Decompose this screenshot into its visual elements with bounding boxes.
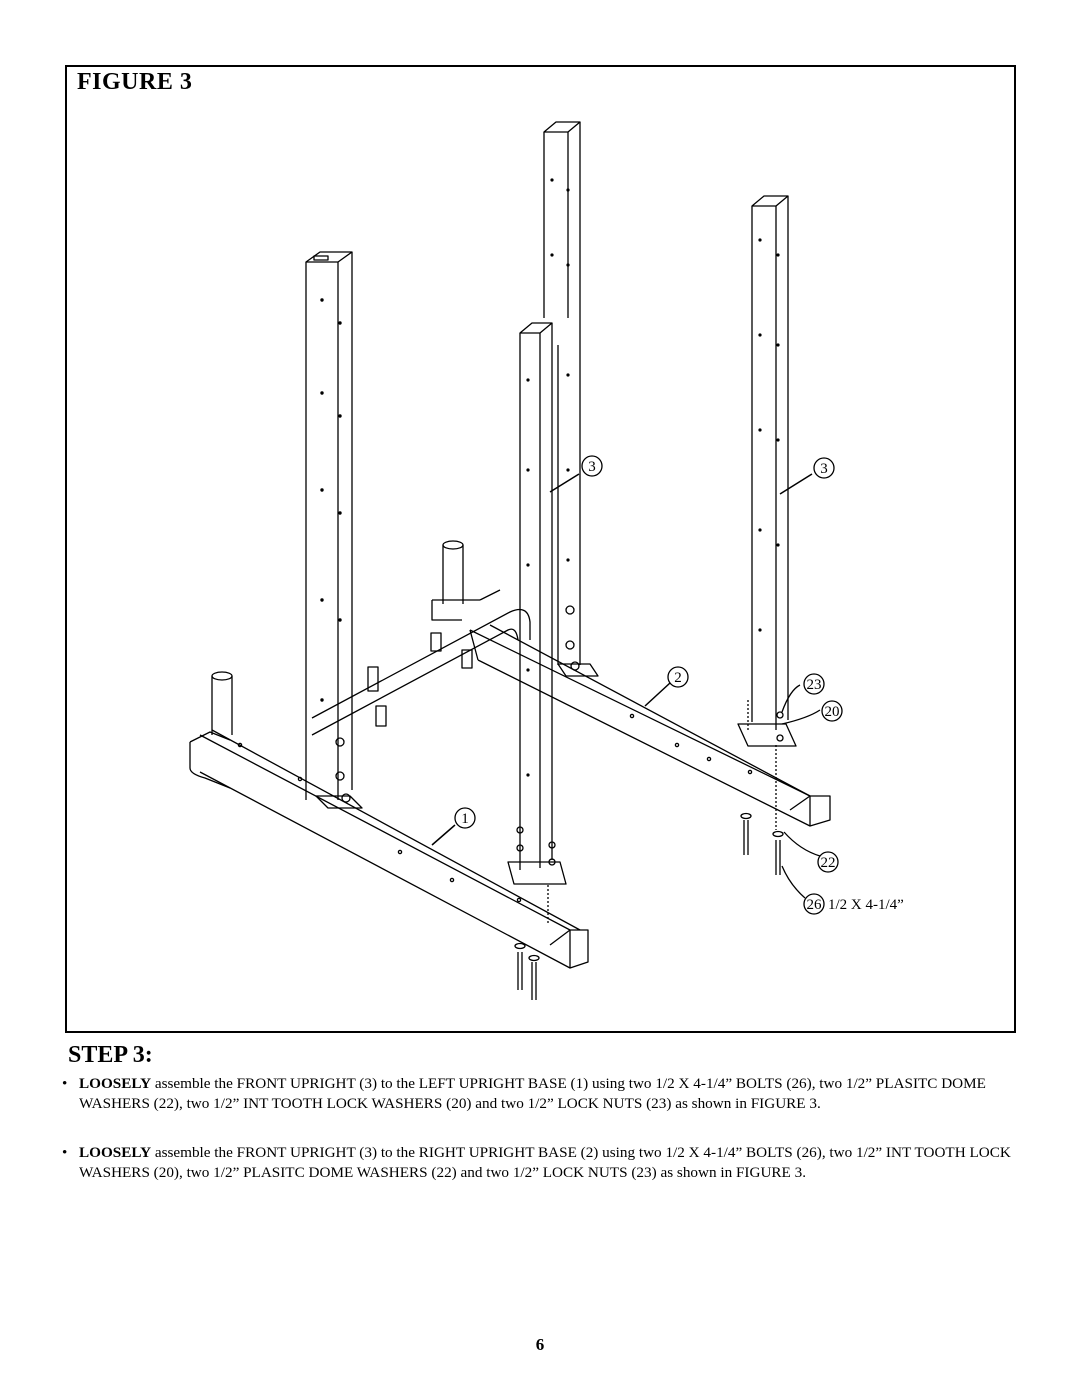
callout-2: 2 <box>674 670 682 686</box>
assembly-drawing: 3 3 2 23 20 1 22 26 1/2 X 4-1/4” <box>189 121 904 1000</box>
rear-cross-tube <box>311 589 531 736</box>
bolt-size-label: 1/2 X 4-1/4” <box>828 897 904 913</box>
front-left-post <box>211 671 233 735</box>
callout-20: 20 <box>825 704 840 720</box>
instruction-text: assemble the FRONT UPRIGHT (3) to the RI… <box>79 1144 1011 1181</box>
callout-23: 23 <box>807 677 822 693</box>
bolts-left <box>514 885 549 1000</box>
figure-frame: FIGURE 3 <box>65 65 1016 1033</box>
left-upright <box>305 251 353 803</box>
callout-3-middle: 3 <box>588 459 596 475</box>
bullet-symbol: • <box>62 1075 68 1092</box>
bolts-right <box>740 745 784 875</box>
callout-22: 22 <box>821 855 836 871</box>
right-base-beam <box>469 624 831 827</box>
rear-left-post <box>442 540 464 604</box>
callout-1: 1 <box>461 811 469 827</box>
page-number: 6 <box>535 1335 545 1354</box>
callout-3-right: 3 <box>820 461 828 477</box>
instruction-text: assemble the FRONT UPRIGHT (3) to the LE… <box>79 1075 986 1112</box>
left-base-beam <box>189 729 589 969</box>
step-title: STEP 3: <box>68 1042 153 1068</box>
emphasis-loosely: LOOSELY <box>79 1144 152 1161</box>
bullet-symbol: • <box>62 1144 68 1161</box>
right-upright <box>747 195 789 742</box>
back-upright <box>543 121 581 671</box>
callout-26: 26 <box>807 897 823 913</box>
front-middle-upright <box>516 322 556 870</box>
figure-title: FIGURE 3 <box>77 69 193 95</box>
emphasis-loosely: LOOSELY <box>79 1075 152 1092</box>
